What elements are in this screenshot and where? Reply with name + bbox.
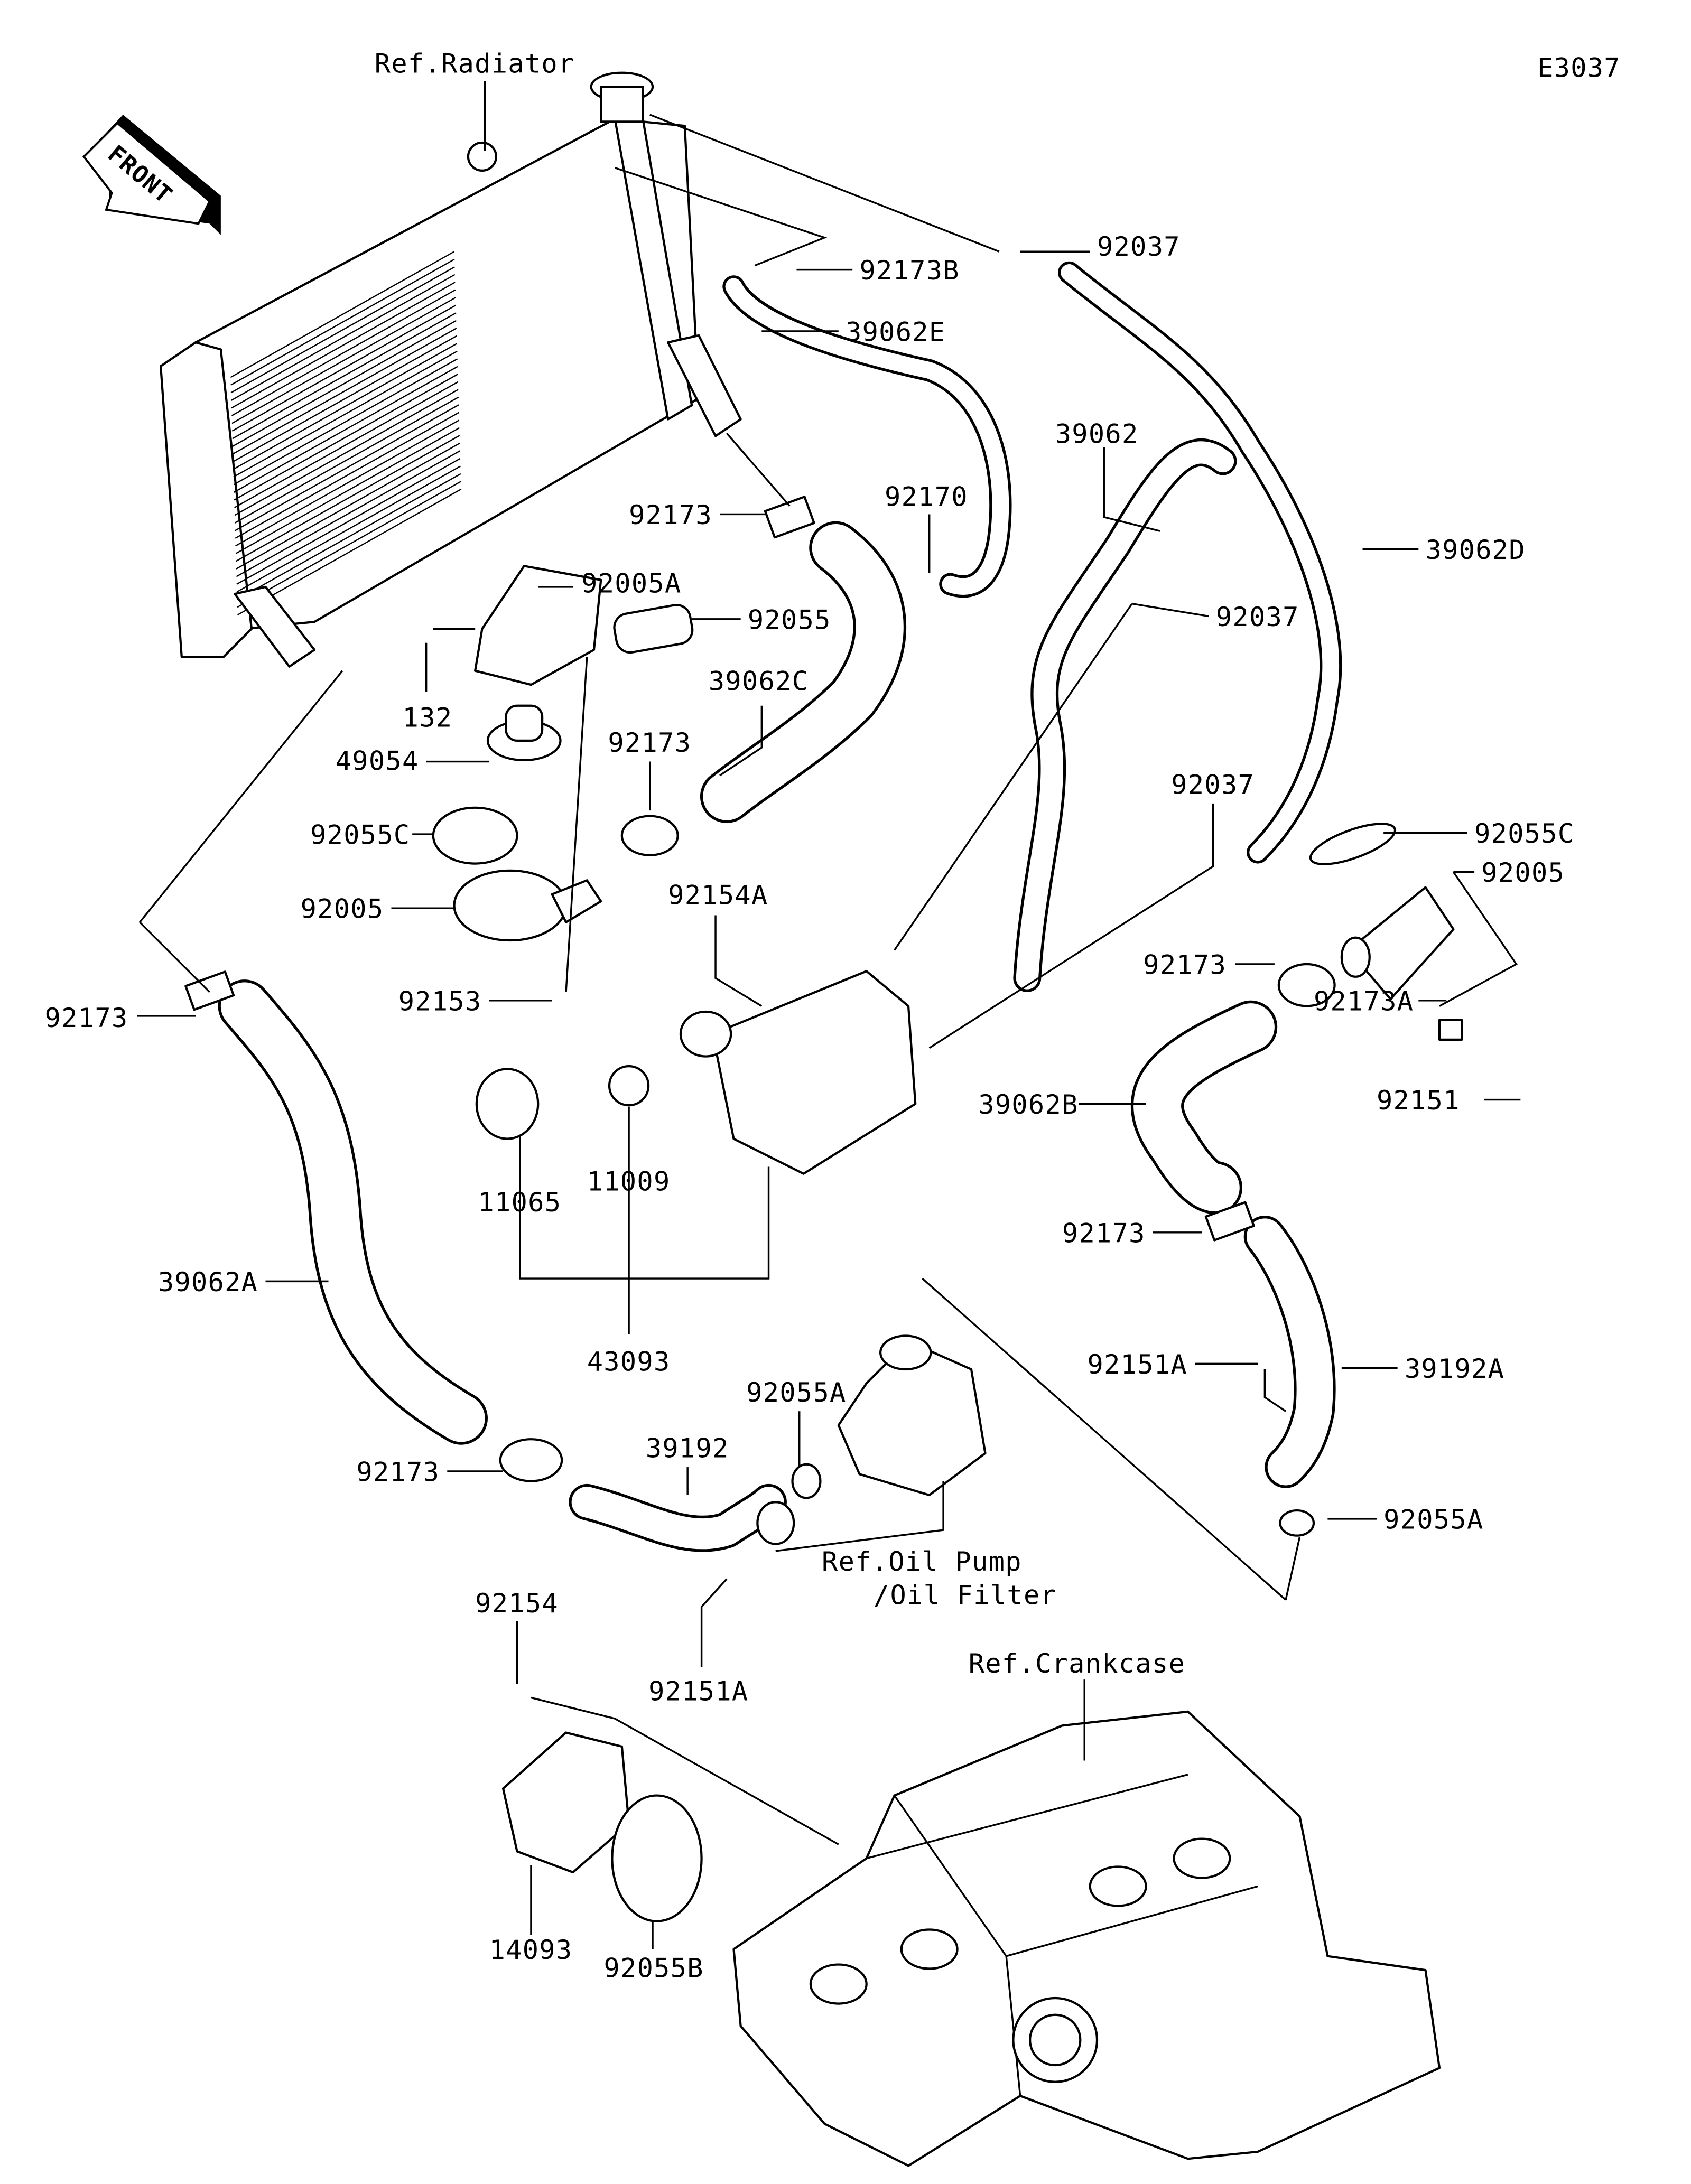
part-label: 92173 (45, 1002, 128, 1033)
radiator-fin (230, 258, 455, 386)
radiator-fin (231, 297, 456, 424)
part-label: 92055A (746, 1377, 846, 1408)
radiator (160, 71, 742, 668)
part-label: 92154 (475, 1588, 559, 1619)
radiator-fin (231, 289, 456, 416)
ref-oil-filter-label: /Oil Filter (874, 1579, 1057, 1610)
radiator-fin (233, 328, 457, 455)
ref-oil-pump-label: Ref.Oil Pump (822, 1546, 1022, 1577)
radiator-fin (234, 381, 459, 508)
part-label: 39192 (646, 1433, 729, 1464)
radiator-fin (232, 312, 457, 440)
radiator-fin (236, 465, 461, 593)
part-label: 39062 (1055, 418, 1139, 450)
part-label: 92055A (1383, 1504, 1483, 1535)
part-label: 92173 (608, 727, 691, 758)
part-label: 92055C (1474, 818, 1574, 849)
part-label: 92173 (629, 499, 712, 530)
front-arrow-icon: FRONT (82, 115, 221, 235)
radiator-fin (230, 266, 455, 394)
leader-lines (137, 81, 1521, 1949)
part-label: 39062A (158, 1266, 258, 1298)
radiator-fin (237, 488, 462, 615)
radiator-fin (237, 481, 461, 608)
radiator-fin (234, 374, 458, 501)
part-label: 92170 (885, 481, 968, 512)
radiator-fin (233, 358, 458, 486)
components (184, 496, 1463, 1922)
radiator-fin (236, 450, 461, 577)
part-label: 92005A (581, 568, 681, 599)
radiator-fin (235, 419, 460, 547)
part-label: 92173 (1143, 949, 1227, 981)
part-label: 92055 (748, 604, 831, 635)
radiator-fin (230, 251, 455, 378)
part-label: 92173 (1062, 1217, 1146, 1248)
diagram-code: E3037 (1537, 52, 1621, 83)
radiator-fin (235, 412, 460, 539)
part-label: 92005 (1481, 857, 1565, 888)
part-label: 39062B (978, 1089, 1078, 1120)
radiator-fin (234, 389, 459, 516)
radiator-fin (236, 435, 460, 562)
radiator-fin (236, 442, 460, 570)
radiator-fin (231, 274, 456, 401)
part-label: 92154A (668, 879, 768, 910)
radiator-fin (235, 404, 459, 531)
radiator-fin (235, 427, 460, 554)
part-label: 39062D (1426, 534, 1526, 565)
part-label: 43093 (587, 1346, 671, 1377)
part-label: 92005 (301, 893, 384, 925)
crankcase (732, 1710, 1441, 2167)
radiator-fin (232, 320, 457, 447)
part-label: 49054 (336, 745, 419, 776)
radiator-fin (234, 366, 458, 493)
part-label: 92037 (1097, 231, 1181, 262)
part-label: 14093 (489, 1934, 573, 1965)
part-label: 92037 (1216, 601, 1299, 632)
part-label: 39062C (709, 666, 809, 697)
part-label: 92055B (603, 1952, 703, 1983)
ref-crankcase-label: Ref.Crankcase (969, 1648, 1185, 1679)
part-label: 92151A (1088, 1349, 1187, 1380)
part-label: 92173 (356, 1457, 440, 1488)
part-label: 11009 (587, 1165, 671, 1197)
radiator-fin (231, 304, 457, 432)
part-label: 92173A (1314, 985, 1414, 1016)
part-label: 132 (403, 702, 453, 733)
part-label: 92037 (1171, 769, 1255, 800)
radiator-fin (233, 350, 458, 478)
radiator-fin (233, 343, 458, 470)
radiator-fin (236, 458, 461, 585)
radiator-fin (233, 335, 457, 462)
part-label: 92173B (859, 255, 959, 286)
part-label: 39192A (1405, 1353, 1504, 1384)
radiator-fin (231, 282, 456, 409)
part-label: 92055C (310, 819, 410, 851)
hoses (218, 261, 1342, 1552)
ref-radiator-label: Ref.Radiator (375, 48, 575, 79)
radiator-fin (234, 396, 459, 524)
part-label: 92151 (1377, 1085, 1460, 1116)
callout-labels: Ref.Radiator E3037 92037 92173B 39062E 3… (45, 48, 1621, 1984)
part-label: 92153 (398, 985, 482, 1016)
part-label: 92151A (648, 1676, 748, 1707)
radiator-fin (237, 473, 461, 600)
part-label: 39062E (846, 316, 945, 348)
part-label: 11065 (478, 1187, 561, 1218)
